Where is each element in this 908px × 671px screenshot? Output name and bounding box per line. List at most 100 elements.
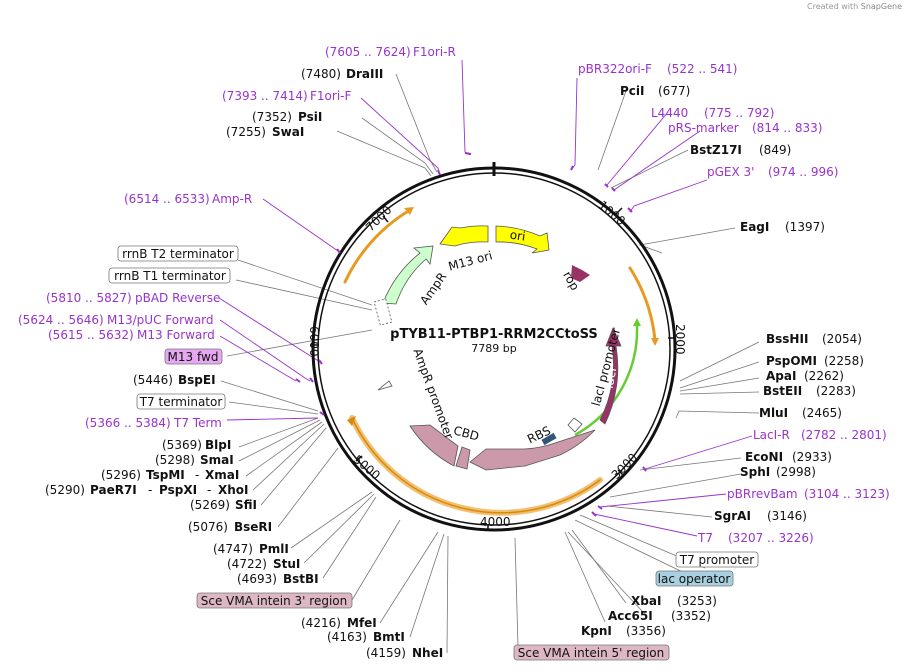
laci-feature [599,326,622,425]
outer-arcs [343,208,657,516]
leader-lines [220,73,760,654]
tspmi-pos: (5296) [101,468,141,482]
cbd-label: CBD [452,423,481,443]
rop-feature [571,265,590,282]
plasmid-length: 7789 bp [471,342,516,355]
bmti-pos: (4163) [327,630,367,644]
econi-name: EcoNI [745,450,783,464]
t7primer-name: T7 [697,531,713,545]
snapgene-credit: Created with SnapGene [807,2,902,11]
blpi-pos: (5369) [162,438,202,452]
tspmi-dash: - [195,468,199,482]
primer-marks [295,152,647,517]
nhei-pos: (4159) [366,646,406,660]
smai-pos: (5298) [155,453,195,467]
bsteii-name: BstEII [763,384,802,398]
draiii-name: DraIII [346,67,383,81]
paer7i-dash1: - [148,483,152,497]
tspmi-name: TspMI [146,468,185,482]
ampr-promoter-feature [377,380,393,391]
mlui-pos: (2465) [802,406,842,420]
bspei-name: BspEI [178,373,216,387]
lacop-box: lac operator [655,570,734,587]
mlui-name: MluI [759,406,788,420]
f1orif-pos: (7393 .. 7414) [222,89,308,103]
f1orir-pos: (7605 .. 7624) [325,45,411,59]
laci-label: lacI [602,367,619,390]
psii-pos: (7352) [252,110,292,124]
sce-feature [409,424,459,467]
primer-leader-lines [218,59,753,537]
rrnbt1-box: rrnB T1 terminator [108,267,231,284]
ampr-feature [382,245,434,305]
econi-pos: (2933) [792,450,832,464]
laci-arc-head [633,318,641,326]
ori-label: ori [509,228,526,244]
prsmarker-name: pRS-marker [668,121,739,135]
pgex3-name: pGEX 3' [707,165,754,179]
right-labels: pBR322ori-F (522 .. 541) PciI (677) L444… [578,62,890,545]
stui-name: StuI [273,557,300,571]
ampr-primer-name: Amp-R [212,192,252,206]
pspomi-name: PspOMI [766,354,817,368]
lacir-name: LacI-R [753,428,790,442]
kpni-pos: (3356) [626,624,666,638]
xmai-name: XmaI [205,468,239,482]
laci-arc [574,325,639,437]
sce3-box: Sce VMA intein 3' region [196,592,353,609]
apai-name: ApaI [766,369,796,383]
swai-pos: (7255) [226,125,266,139]
ori-feature [495,225,550,254]
acc65i-name: Acc65I [608,609,653,623]
xbai-pos: (3253) [677,594,717,608]
sphi-name: SphI [740,465,770,479]
bottom-right-labels: XbaI (3253) Acc65I (3352) KpnI (3356) [581,594,717,638]
plasmid-name: pTYB11-PTBP1-RRM2CCtoSS [390,327,598,342]
t7term-box: T7 terminator [136,393,226,410]
paer7i-dash2: - [207,483,211,497]
tick-4000: 4000 [480,515,511,529]
xbai-name: XbaI [631,594,661,608]
m13puc-name: M13/pUC Forward [107,313,214,327]
bseri-name: BseRI [234,520,272,534]
bseri-pos: (5076) [188,520,228,534]
rrnbt1-label: rrnB T1 terminator [114,269,226,283]
m13-ori-feature [439,225,489,247]
apai-pos: (2262) [804,369,844,383]
laci-promoter-feature [567,417,583,433]
xhoi-name: XhoI [218,483,249,497]
blpi-name: BlpI [205,438,231,452]
pbrrevbam-pos: (3104 .. 3123) [804,487,890,501]
m13fwd-box: M13 fwd [164,348,223,365]
ampr-label: AmpR [417,270,449,307]
bottom-labels: (4216) MfeI (4163) BmtI (4159) NheI [301,616,443,660]
left-labels-3: (5446) BspEI [133,373,216,387]
pmli-pos: (4747) [213,542,253,556]
bstbi-pos: (4693) [237,572,277,586]
sfii-pos: (5269) [190,498,230,512]
smai-name: SmaI [200,453,234,467]
l4440-name: L4440 [651,106,688,120]
pspomi-pos: (2258) [824,354,864,368]
rrnbt2-label: rrnB T2 terminator [122,247,234,261]
paer7i-name: PaeR7I [90,483,137,497]
cbd-small [455,446,471,470]
nhei-name: NheI [412,646,443,660]
sgrai-pos: (3146) [767,509,807,523]
left-labels: (7605 .. 7624) F1ori-R (7480) DraIII (73… [124,45,456,206]
m13fwd-primer-pos: (5615 .. 5632) [48,328,134,342]
sgrai-name: SgrAI [714,509,751,523]
bstz17i-name: BstZ17I [690,143,742,157]
lacir-pos: (2782 .. 2801) [801,428,887,442]
pbr322ori-pos: (522 .. 541) [667,62,737,76]
tick-2000: 2000 [673,324,687,355]
psii-name: PsiI [298,110,322,124]
sce5-box: Sce VMA intein 5' region [513,644,670,661]
rrnb-terminator-feature [373,298,393,326]
sce5-label: Sce VMA intein 5' region [518,646,664,660]
sce3-label: Sce VMA intein 3' region [201,594,347,608]
m13fwd-primer-name: M13 Forward [137,328,215,342]
bmti-name: BmtI [373,630,405,644]
bsshii-name: BssHII [766,332,808,346]
